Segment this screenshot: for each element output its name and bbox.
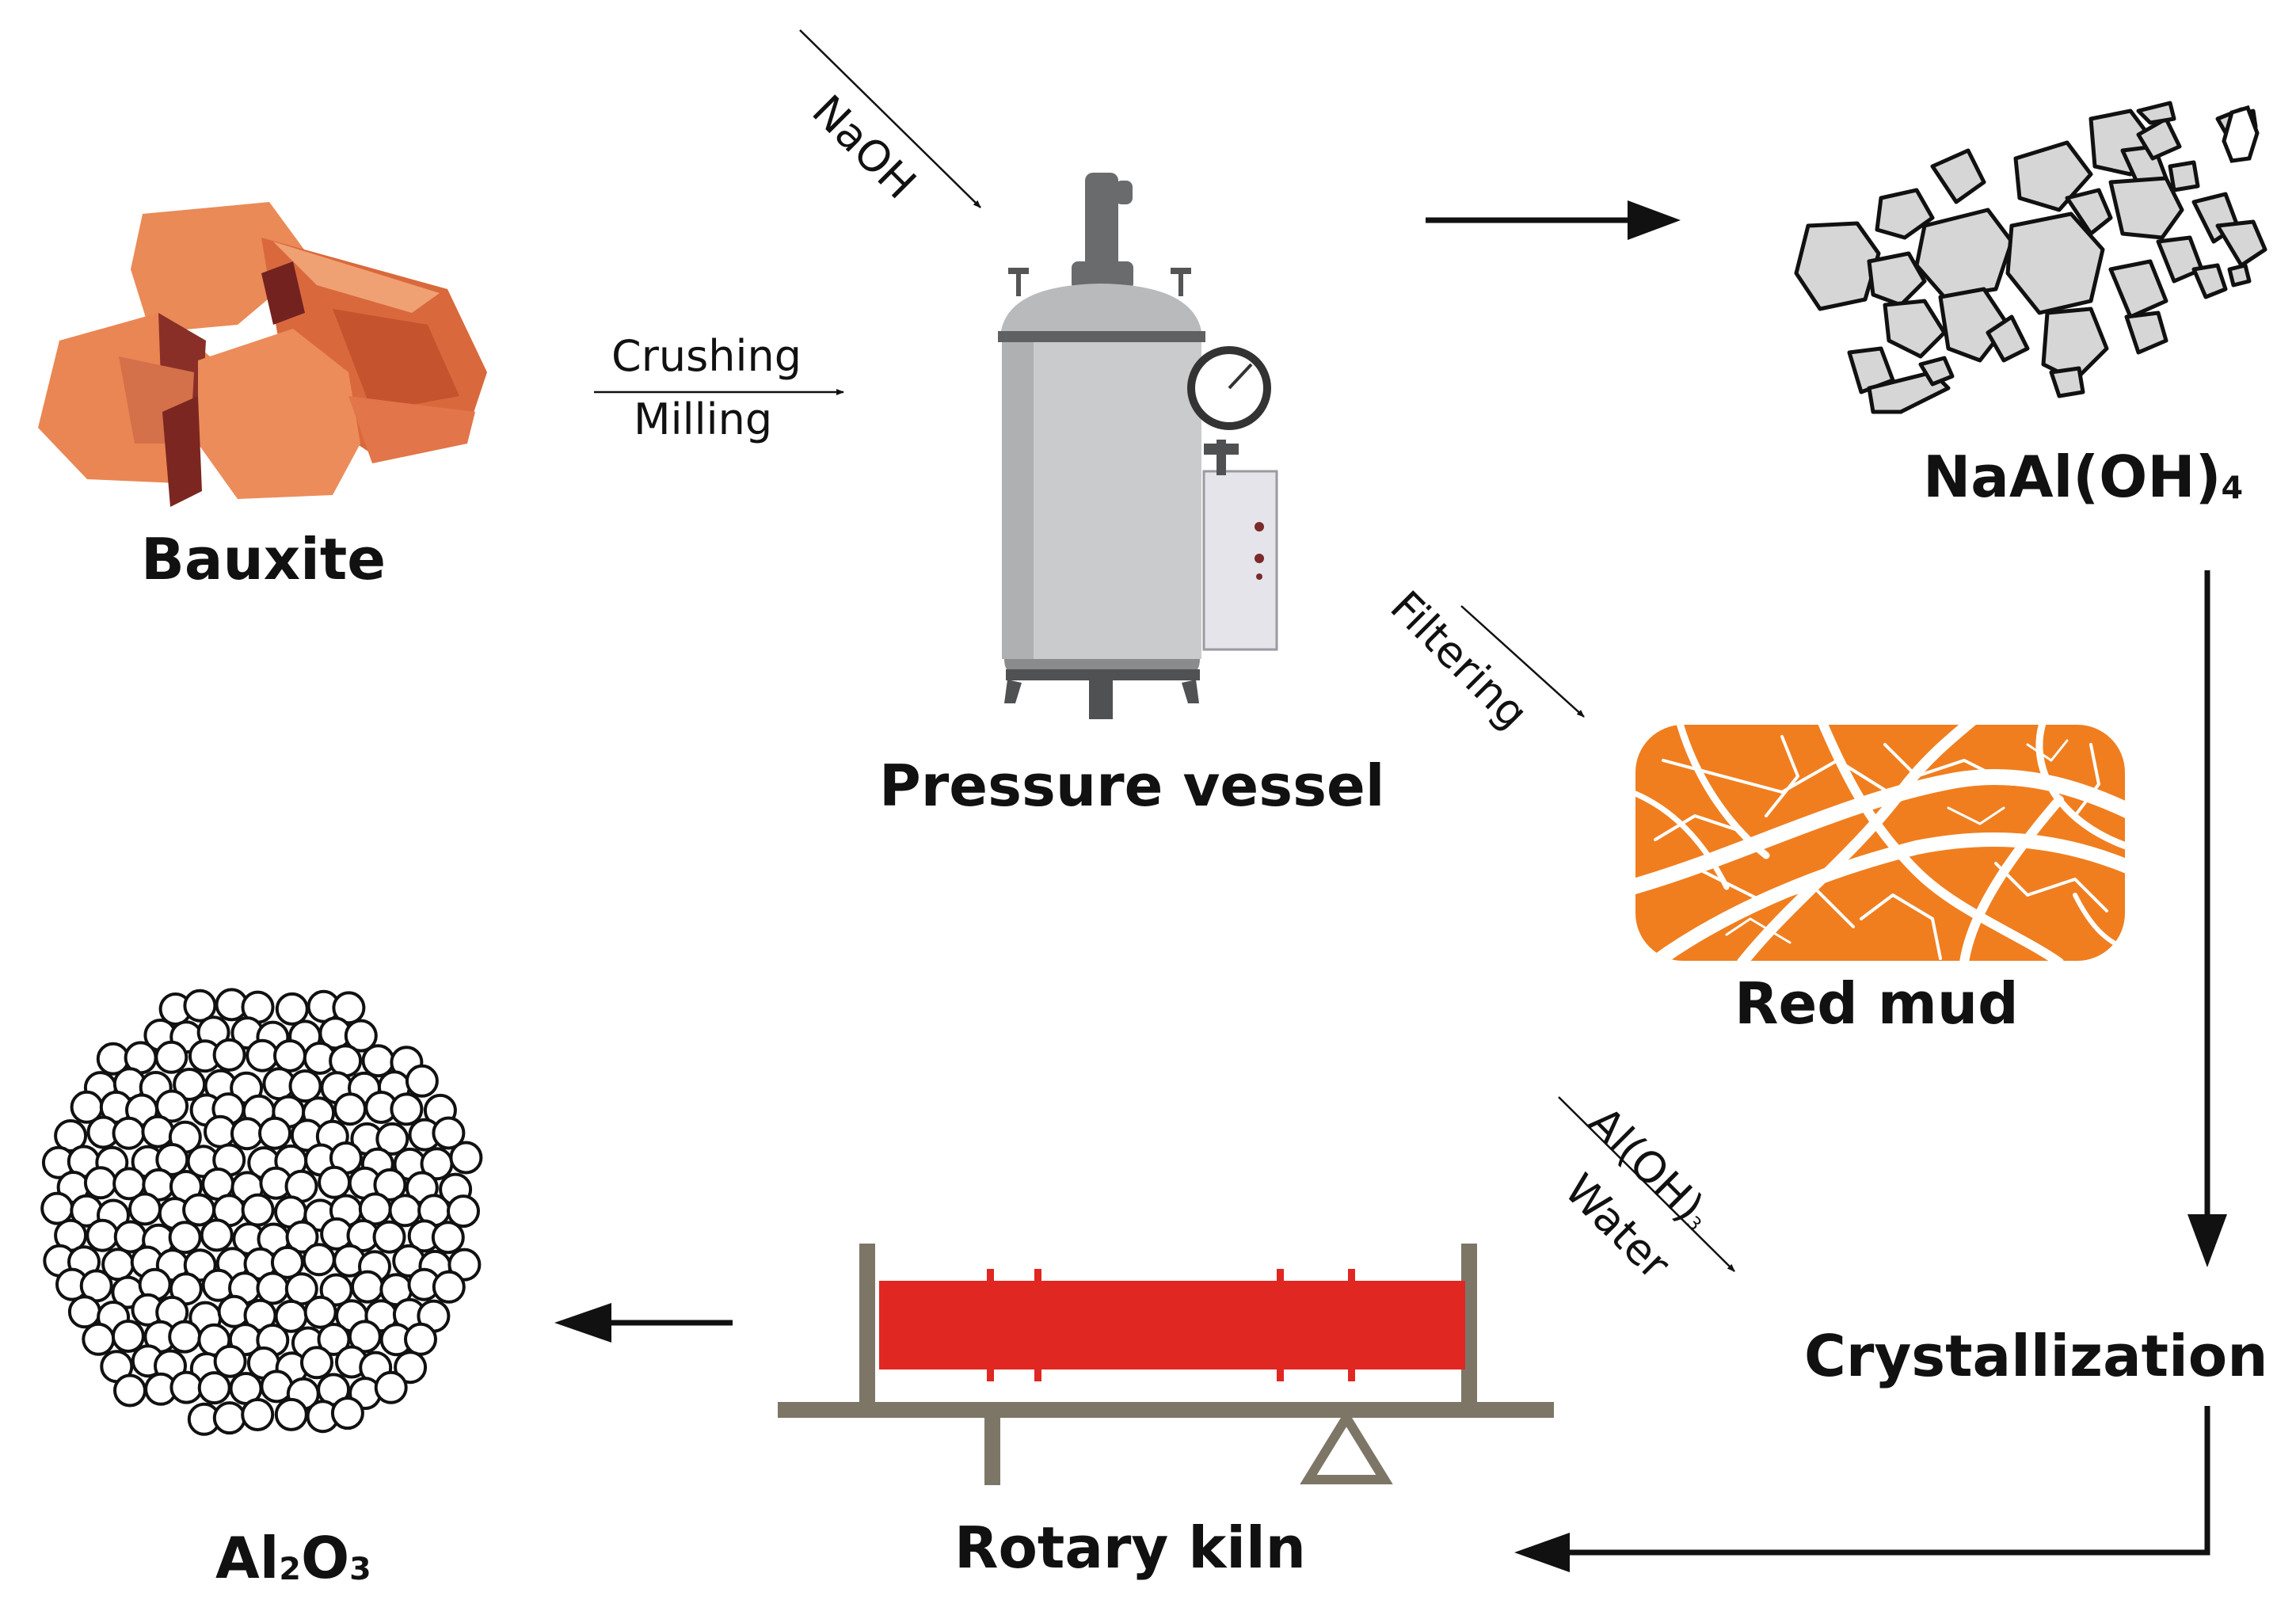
rotary-kiln-icon xyxy=(778,1244,1554,1485)
particle xyxy=(183,989,217,1023)
crystallization-label: Crystallization xyxy=(1804,1323,2268,1389)
arrow-naoh-to-vessel xyxy=(799,29,981,208)
particle xyxy=(374,1370,408,1404)
naaloh4-base: NaAl(OH) xyxy=(1923,444,2222,510)
particle xyxy=(200,1218,234,1252)
particle xyxy=(273,1039,307,1072)
particle xyxy=(230,1117,264,1151)
particle xyxy=(447,1248,482,1282)
arrow-crystallization-to-rotary-kiln xyxy=(1514,1406,2210,1572)
particle xyxy=(405,1064,439,1098)
particle xyxy=(404,1322,437,1356)
particle xyxy=(300,1346,333,1380)
particle xyxy=(241,1398,275,1431)
particle xyxy=(332,991,366,1025)
particle xyxy=(447,1194,480,1229)
arrow-vessel-to-naaloh4 xyxy=(1426,200,1681,240)
particle xyxy=(111,1320,145,1353)
particle xyxy=(155,1089,189,1123)
particle xyxy=(113,1373,147,1408)
crushing-label: Crushing xyxy=(611,331,802,381)
particle xyxy=(241,1193,275,1227)
particle xyxy=(256,1271,290,1305)
particle xyxy=(212,1401,246,1435)
particle xyxy=(274,1397,308,1431)
particle xyxy=(394,1350,428,1385)
particle xyxy=(258,1116,291,1150)
arrow-vessel-to-red-mud xyxy=(1460,605,1585,718)
particle xyxy=(270,1245,304,1279)
al2o3-o: O xyxy=(300,1525,350,1591)
particle xyxy=(318,1165,352,1199)
particle xyxy=(82,1322,116,1356)
particle xyxy=(388,1194,422,1228)
al2o3-al-sub: 2 xyxy=(279,1550,301,1587)
particle xyxy=(288,1069,322,1103)
crystal-shard-icon xyxy=(2222,105,2260,163)
particle xyxy=(169,1370,204,1404)
particle xyxy=(303,1295,337,1329)
particle xyxy=(86,1218,120,1252)
bauxite-icon xyxy=(38,202,487,507)
particle xyxy=(154,1040,188,1074)
particle xyxy=(128,1192,162,1226)
particle xyxy=(168,1320,202,1354)
particle xyxy=(197,1371,231,1405)
particle xyxy=(351,1270,384,1304)
particle xyxy=(361,1044,395,1078)
particle xyxy=(432,1270,466,1304)
al2o3-o-sub: 3 xyxy=(349,1550,371,1587)
arrow-naaloh4-to-crystallization xyxy=(2187,570,2227,1267)
particle xyxy=(373,1168,407,1202)
bauxite-label: Bauxite xyxy=(141,526,386,592)
particle xyxy=(168,1221,202,1255)
red-mud-icon xyxy=(1635,725,2125,961)
rotary-kiln-label: Rotary kiln xyxy=(954,1514,1306,1581)
particle xyxy=(112,1116,146,1150)
naaloh4-label: NaAl(OH)4 xyxy=(1923,444,2243,510)
particle xyxy=(375,1122,409,1156)
particle xyxy=(432,1116,466,1150)
particle xyxy=(344,1019,378,1053)
particle xyxy=(141,1114,175,1149)
particle xyxy=(333,1092,367,1126)
particle xyxy=(330,1396,364,1430)
particle xyxy=(212,1038,246,1072)
al2o3-al: Al xyxy=(215,1525,280,1591)
particle xyxy=(449,1141,483,1175)
arrow-aloh3-water-to-crystallization xyxy=(1558,1096,1735,1272)
red-mud-label: Red mud xyxy=(1734,970,2019,1037)
particle xyxy=(275,992,309,1026)
particle xyxy=(83,1166,117,1200)
particle xyxy=(67,1295,101,1329)
particle xyxy=(213,1344,247,1378)
particle xyxy=(431,1221,465,1255)
particle xyxy=(246,1038,280,1072)
particle xyxy=(285,1220,319,1254)
naaloh4-sub: 4 xyxy=(2221,469,2244,506)
particle xyxy=(54,1119,88,1152)
milling-label: Milling xyxy=(634,394,773,444)
particle xyxy=(348,1320,382,1354)
particle xyxy=(390,1092,424,1126)
al2o3-particles-icon xyxy=(40,988,483,1436)
particle xyxy=(40,1191,74,1225)
particle xyxy=(302,1243,336,1277)
pressure-vessel-icon xyxy=(998,173,1278,719)
al2o3-label: Al2O3 xyxy=(215,1525,371,1591)
pressure-vessel-label: Pressure vessel xyxy=(879,752,1385,819)
particle xyxy=(372,1220,406,1254)
arrow-rotary-kiln-to-al2o3 xyxy=(554,1303,733,1343)
crystals-icon xyxy=(1794,101,2267,414)
